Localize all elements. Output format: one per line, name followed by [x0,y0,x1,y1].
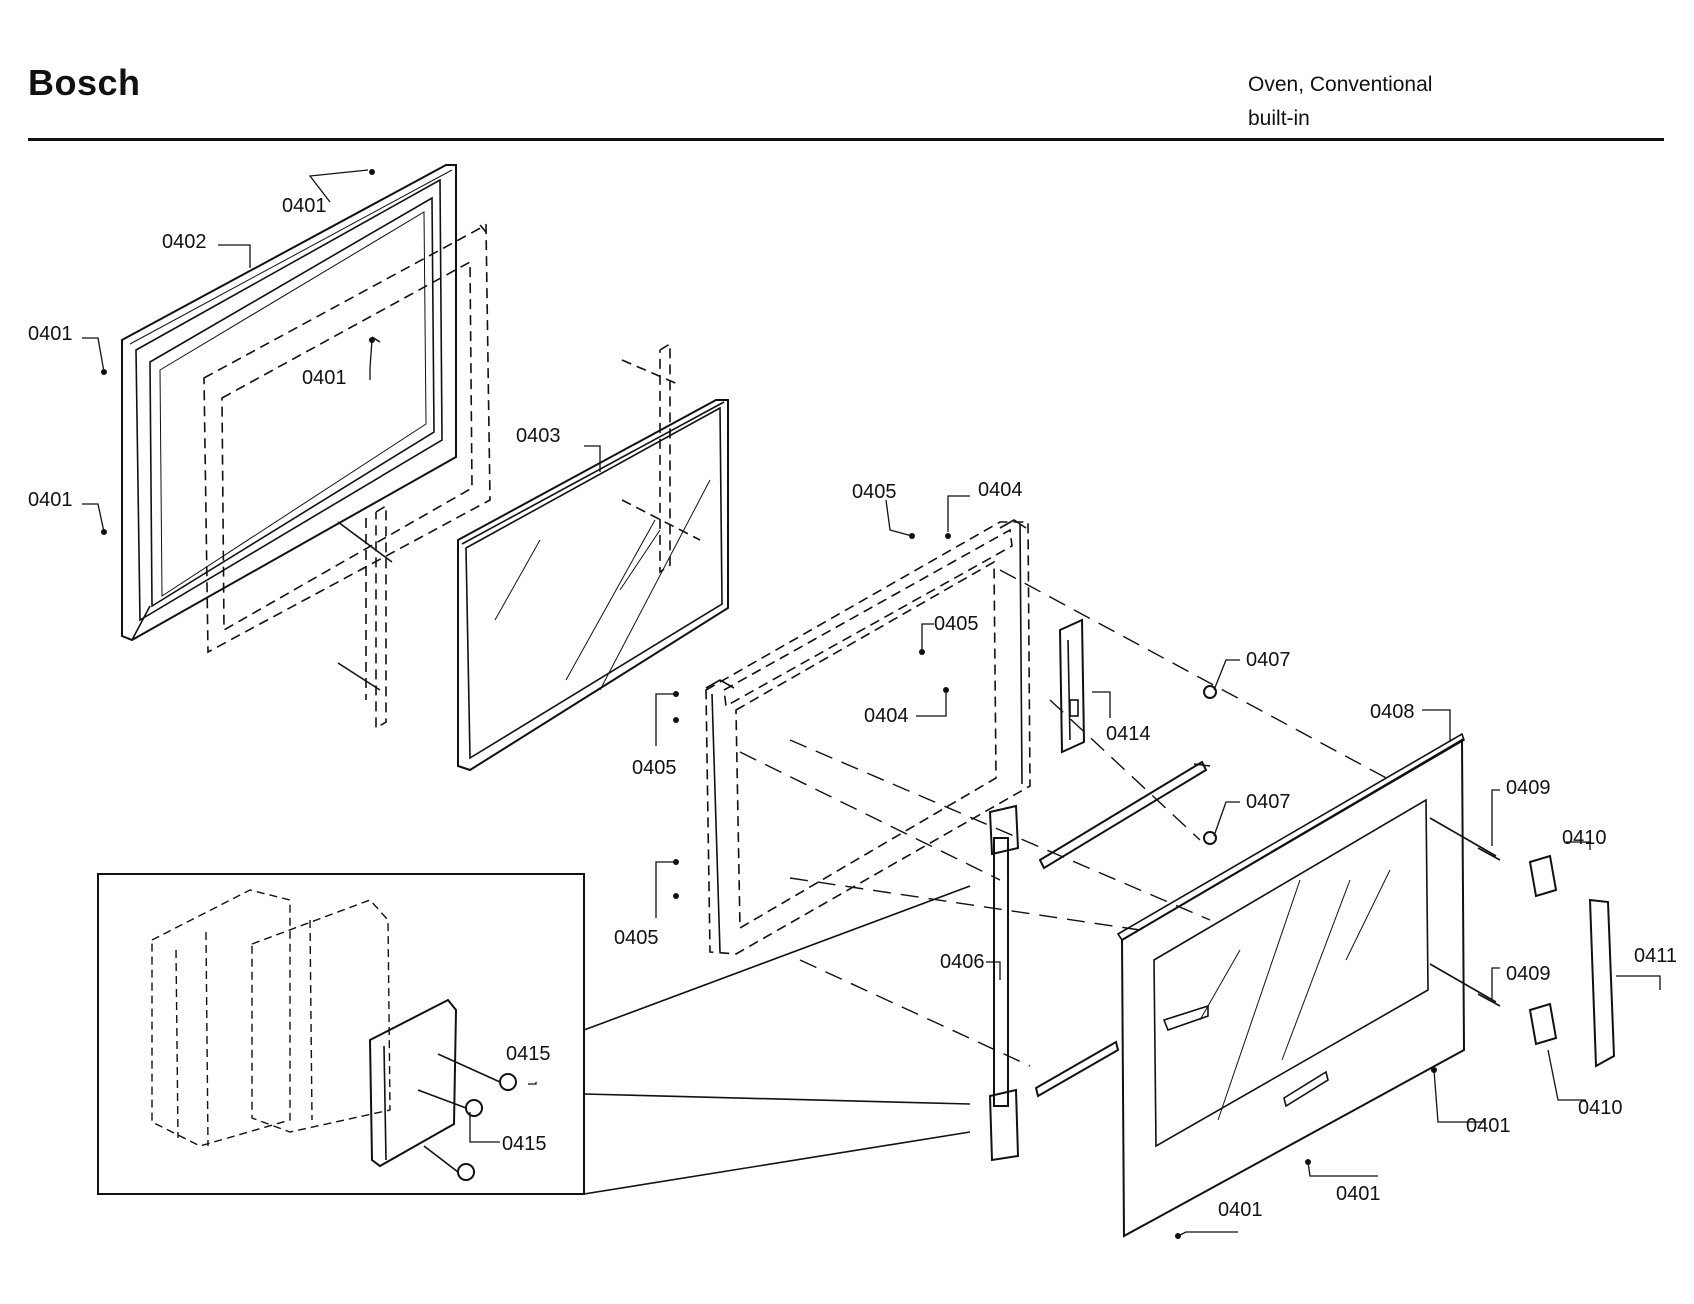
washers [1203,685,1217,845]
callout-0401-door-bottom: 0401 [1336,1183,1381,1205]
detail-inset [97,873,971,1195]
callout-0407-upper: 0407 [1246,649,1291,671]
outer-door-frame [121,164,457,642]
callout-0414: 0414 [1106,723,1151,745]
front-door [1116,732,1466,1238]
door-chassis [705,519,1031,955]
callout-0411: 0411 [1634,945,1677,967]
callout-0401-left-lower: 0401 [28,489,73,511]
callout-0409-lower: 0409 [1506,963,1551,985]
inner-panel-frame [203,223,491,654]
callout-0401-door-left: 0401 [1218,1199,1263,1221]
callout-0405-top: 0405 [852,481,897,503]
glass-retainer-strip [621,342,701,574]
frame-screws [337,336,393,691]
projection-lines [739,569,1391,1067]
brand-name: Bosch [28,62,141,103]
hinge-rod [988,804,1020,1162]
callout-labels: 0401 0402 0401 0401 0401 0403 0405 0404 … [28,195,1677,1221]
product-line-1: Oven, Conventional [1248,73,1433,96]
hinge-rails [1034,760,1211,1098]
callout-0404-top: 0404 [978,479,1023,501]
leader-dots [101,169,1437,1239]
callout-0401-door-right: 0401 [1466,1115,1511,1137]
callout-0407-lower: 0407 [1246,791,1291,813]
leader-lines [82,169,1661,1237]
latch-bracket [1058,618,1086,754]
callout-0405-left-lower: 0405 [614,927,659,949]
door-handle [1429,817,1616,1068]
callout-0406: 0406 [940,951,985,973]
header-rule [28,138,1664,141]
callout-0410-upper: 0410 [1562,827,1607,849]
callout-0402: 0402 [162,231,207,253]
left-hinge-strip [365,504,387,730]
callout-0403: 0403 [516,425,561,447]
callout-0415-lower: 0415 [502,1133,547,1155]
callout-0404-mid: 0404 [864,705,909,727]
product-description: Oven, Conventional built-in [1248,68,1432,136]
callout-0401-top: 0401 [282,195,327,217]
callout-0415-upper: 0415 [506,1043,551,1065]
callout-0401-inner: 0401 [302,367,347,389]
product-line-2: built-in [1248,107,1310,130]
callout-0405-left-upper: 0405 [632,757,677,779]
callout-0401-left-upper: 0401 [28,323,73,345]
glass-pane [457,399,729,772]
callout-0405-mid: 0405 [934,613,979,635]
callout-0408: 0408 [1370,701,1415,723]
callout-0410-lower: 0410 [1578,1097,1623,1119]
callout-0409-upper: 0409 [1506,777,1551,799]
